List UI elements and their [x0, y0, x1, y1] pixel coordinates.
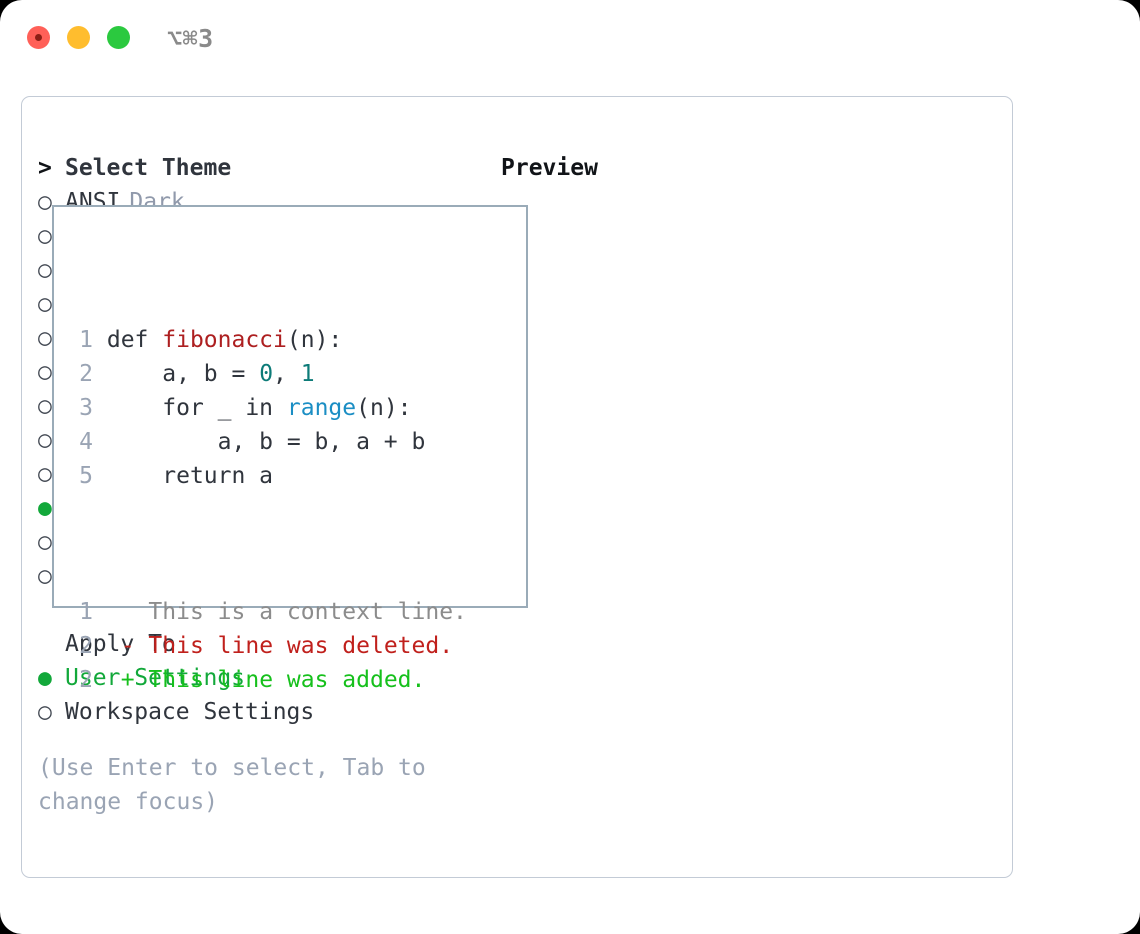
code-token-fn: fibonacci — [162, 327, 287, 353]
radio-unselected-icon: ○ — [38, 427, 52, 453]
diff-line-body: This is a context line. — [93, 599, 467, 625]
select-theme-heading-label: Select Theme — [65, 155, 232, 181]
diff-line-body: - This line was deleted. — [93, 633, 453, 659]
code-token-num: 0 — [259, 361, 274, 387]
code-token-plain: a, b = b, a + b — [217, 429, 426, 455]
code-token-plain: return a — [162, 463, 274, 489]
apply-to-option-user-settings[interactable]: ● User Settings — [38, 661, 488, 695]
line-number: 2 — [79, 361, 93, 387]
apply-to-option-workspace-settings[interactable]: ○ Workspace Settings — [38, 695, 488, 729]
line-number: 1 — [79, 327, 93, 353]
radio-unselected-icon: ○ — [38, 529, 52, 555]
diff-line-deleted: 2 - This line was deleted. — [71, 629, 467, 663]
code-token-num: 1 — [300, 361, 315, 387]
code-token-plain: (n): — [356, 395, 412, 421]
select-theme-heading: > Select Theme — [38, 151, 488, 185]
diff-line-body: + This line was added. — [93, 667, 426, 693]
radio-selected-icon: ● — [38, 665, 52, 691]
diff-text: This line was deleted. — [148, 633, 454, 659]
code-line: 4 a, b = b, a + b — [71, 425, 467, 459]
close-window-button[interactable] — [27, 26, 50, 49]
line-number: 4 — [79, 429, 93, 455]
code-indent — [93, 361, 162, 387]
radio-unselected-icon: ○ — [38, 563, 52, 589]
cursor-caret-icon: > — [38, 155, 52, 181]
code-token-plain: , — [273, 361, 301, 387]
diff-line-added: 2 + This line was added. — [71, 663, 467, 697]
code-token-plain: def — [106, 327, 163, 353]
preview-column: Preview — [501, 151, 1001, 217]
code-indent — [93, 463, 162, 489]
apply-to-heading: Apply To — [38, 627, 488, 661]
line-number: 2 — [79, 667, 93, 693]
diff-text: This line was added. — [148, 667, 426, 693]
code-token-plain: (n): — [286, 327, 343, 353]
diff-sign: + — [120, 667, 135, 693]
line-number: 1 — [79, 599, 93, 625]
line-number: 5 — [79, 463, 93, 489]
code-indent — [93, 395, 162, 421]
radio-selected-icon: ● — [38, 495, 52, 521]
diff-line-context: 1 This is a context line. — [71, 595, 467, 629]
maximize-window-button[interactable] — [107, 26, 130, 49]
apply-to-option-label: Workspace Settings — [65, 699, 315, 725]
radio-unselected-icon: ○ — [38, 223, 52, 249]
diff-text: This is a context line. — [148, 599, 467, 625]
code-indent — [93, 327, 107, 353]
apply-to-heading-label: Apply To — [65, 631, 176, 657]
radio-unselected-icon: ○ — [38, 325, 52, 351]
line-number: 3 — [79, 395, 93, 421]
keyboard-hint: (Use Enter to select, Tab to change focu… — [38, 755, 426, 815]
window-controls — [27, 26, 130, 49]
apply-to-option-label: User Settings — [65, 665, 246, 691]
diff-sign: - — [120, 633, 135, 659]
radio-unselected-icon: ○ — [38, 291, 52, 317]
code-indent — [93, 429, 218, 455]
preview-title: Preview — [501, 155, 598, 181]
title-bar: ⌥⌘3 — [0, 0, 1140, 78]
radio-unselected-icon: ○ — [38, 461, 52, 487]
code-token-plain: a, b = — [162, 361, 260, 387]
code-line: 1 def fibonacci(n): — [71, 323, 467, 357]
code-token-call: range — [286, 395, 357, 421]
code-token-plain: for _ in — [162, 395, 287, 421]
radio-unselected-icon: ○ — [38, 359, 52, 385]
code-line: 3 for _ in range(n): — [71, 391, 467, 425]
radio-unselected-icon: ○ — [38, 189, 52, 215]
code-line: 5 return a — [71, 459, 467, 493]
radio-unselected-icon: ○ — [38, 699, 52, 725]
keyboard-shortcut-label: ⌥⌘3 — [167, 24, 214, 53]
line-number: 2 — [79, 633, 93, 659]
diff-sample: 1 This is a context line.2 - This line w… — [71, 595, 467, 697]
minimize-window-button[interactable] — [67, 26, 90, 49]
radio-unselected-icon: ○ — [38, 393, 52, 419]
code-line: 2 a, b = 0, 1 — [71, 357, 467, 391]
apply-to-list: ● User Settings ○ Workspace Settings — [38, 661, 488, 729]
radio-unselected-icon: ○ — [38, 257, 52, 283]
diff-sign — [121, 599, 135, 625]
